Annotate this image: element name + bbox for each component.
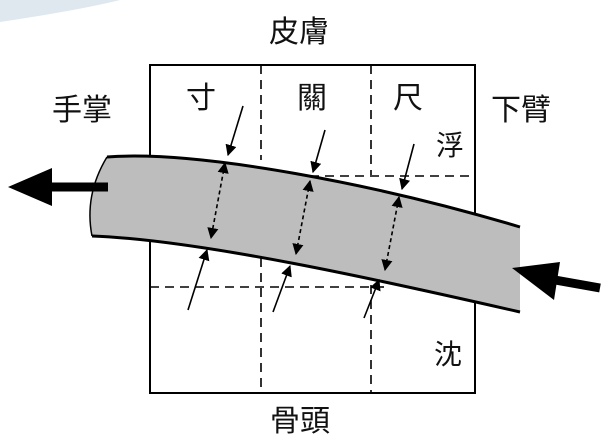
cun-label: 寸 [186,81,216,116]
lower-dividers [260,258,372,393]
arrows-chi [363,143,415,319]
chi-label: 尺 [393,81,423,116]
vessel-band [89,156,520,312]
bone-label: 骨頭 [270,404,330,439]
deep-label: 沈 [434,338,463,371]
corner-tint [0,0,120,22]
floating-label: 浮 [436,129,465,162]
upper-dividers [260,65,372,175]
flow-arrow-right [512,262,601,300]
arrows-guan [272,129,326,313]
skin-label: 皮膚 [269,15,329,50]
guan-label: 關 [297,81,327,116]
vessel-bottom-edge [91,234,521,314]
vessel-top-edge [106,154,521,229]
palm-label: 手掌 [52,93,112,128]
flow-arrow-left [8,168,108,206]
arrows-cun [187,105,244,311]
vessel-left-cap [89,156,108,237]
forearm-label: 下臂 [491,93,551,128]
level-lines [150,175,475,288]
